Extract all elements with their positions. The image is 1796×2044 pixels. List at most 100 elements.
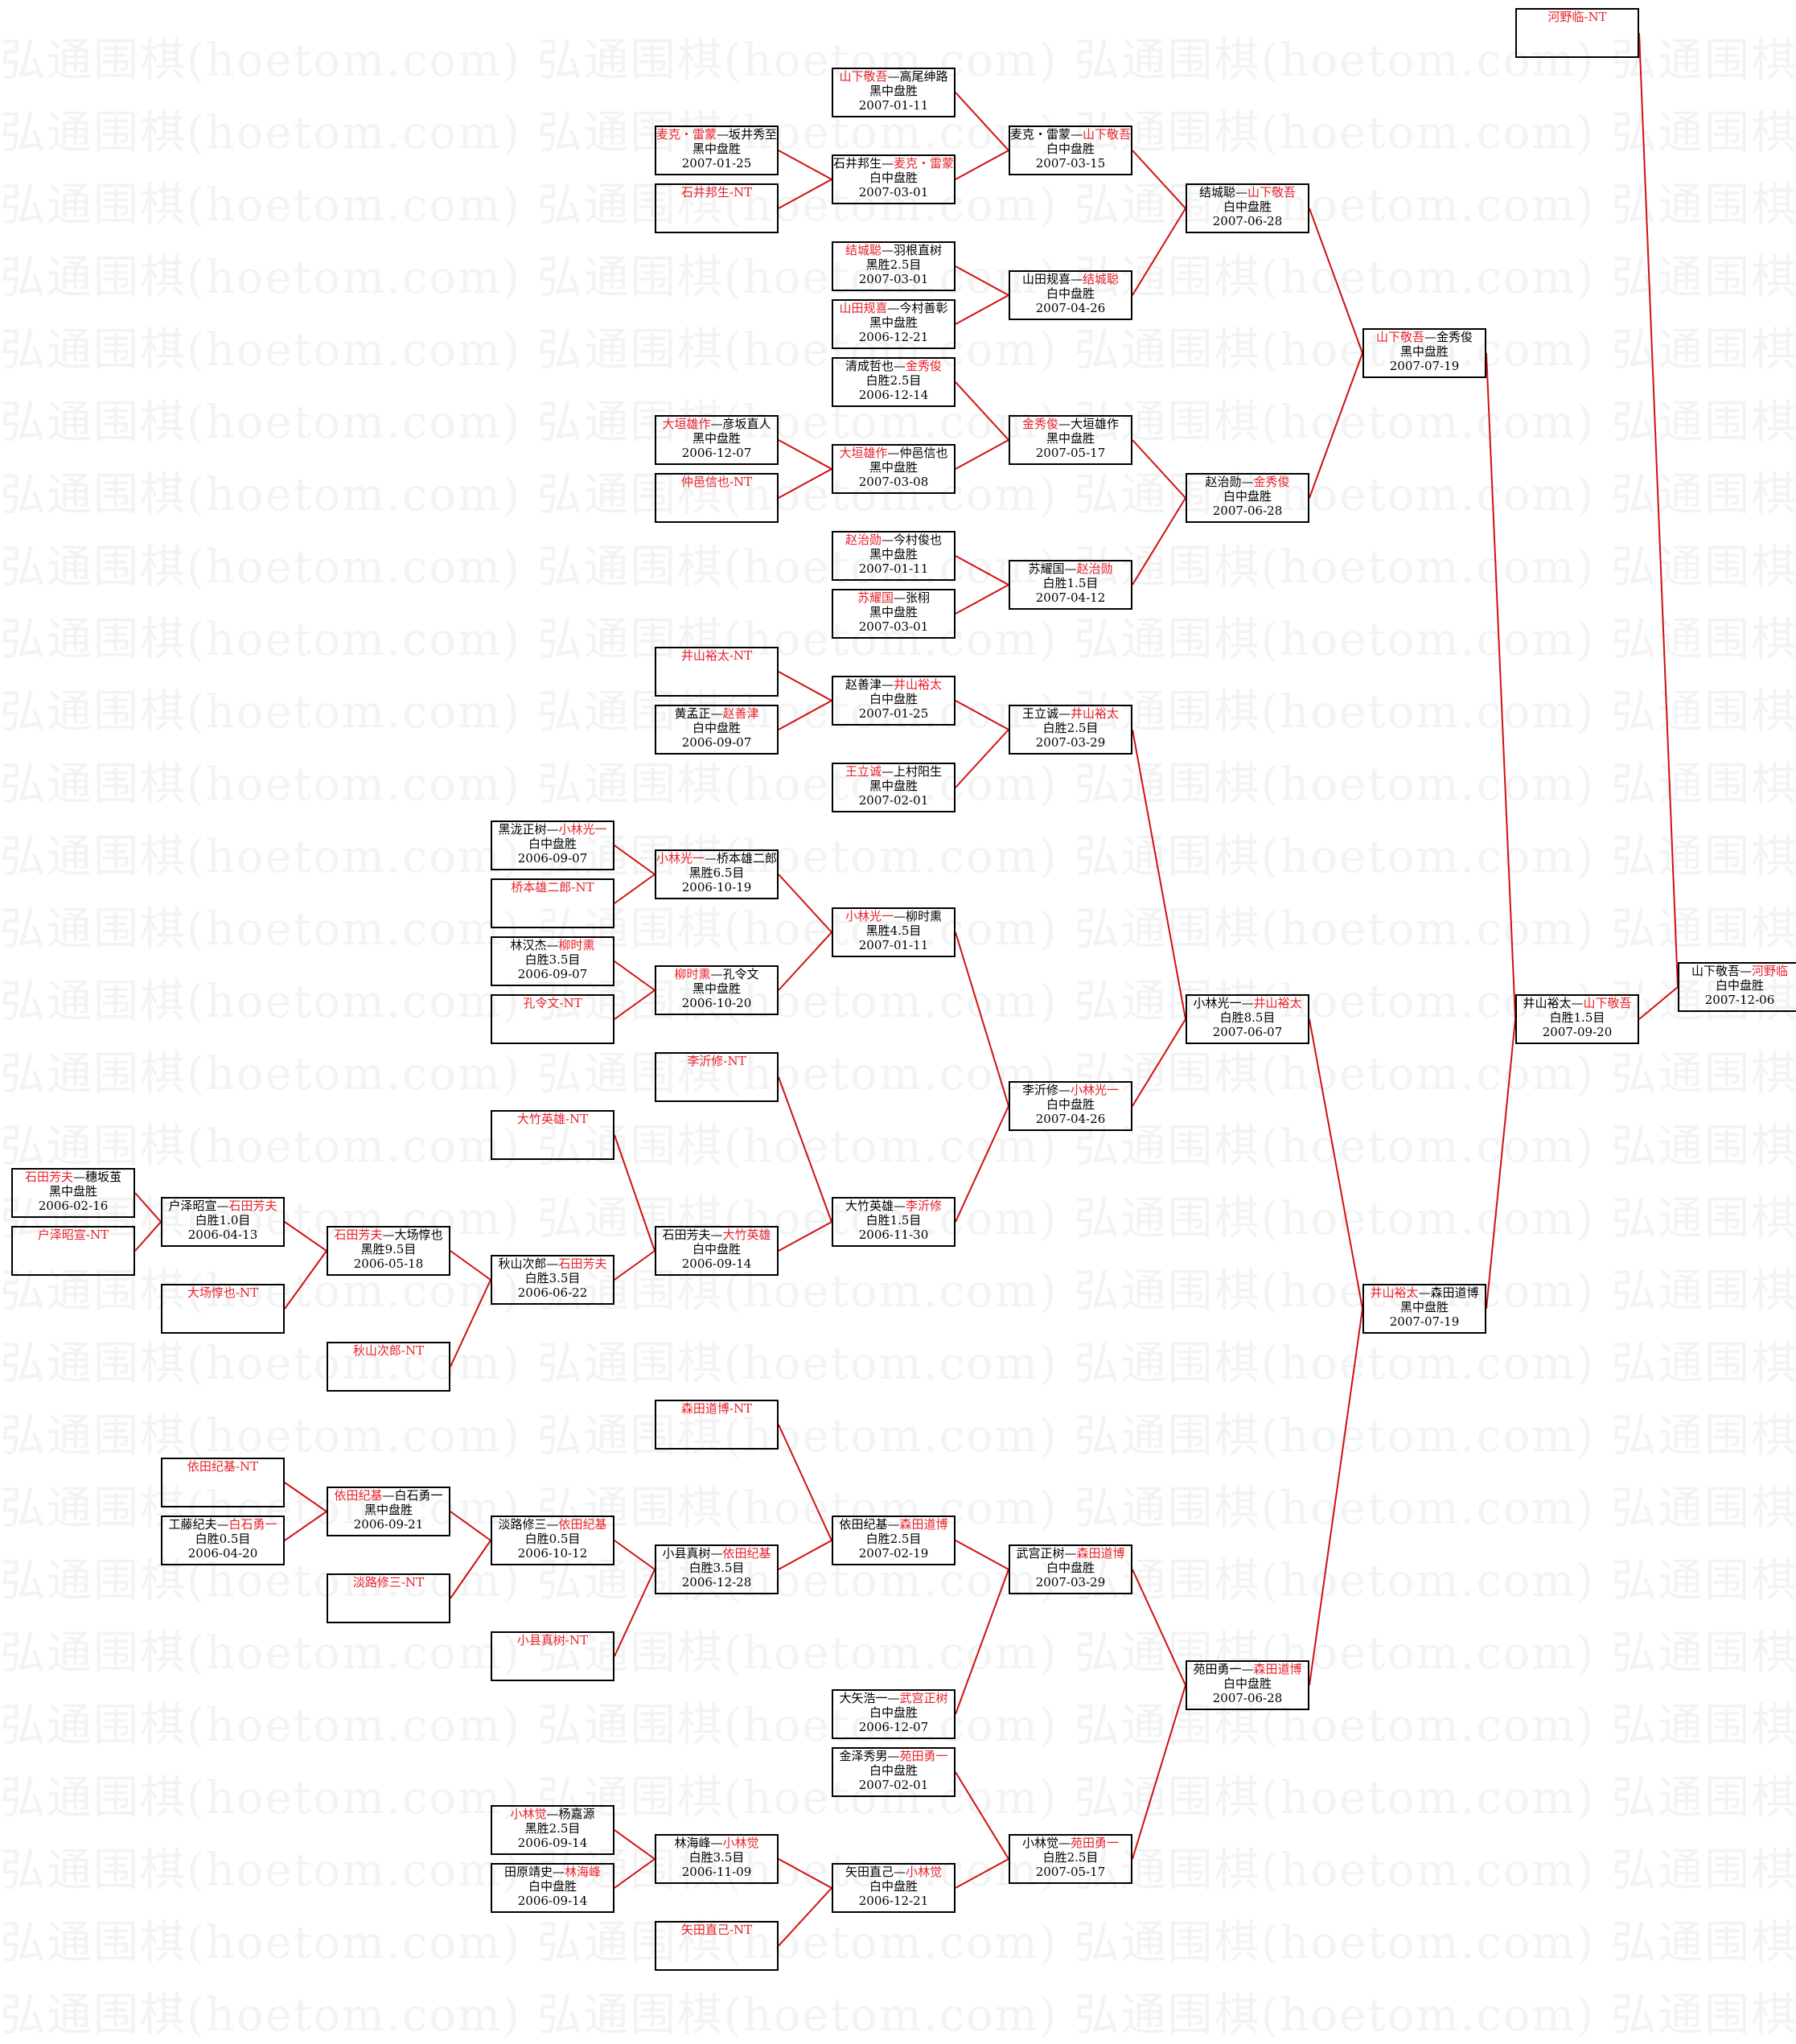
match-result: 白胜8.5目 bbox=[1219, 1010, 1276, 1025]
bracket-connector bbox=[614, 989, 656, 1020]
player-two: 井山裕太 bbox=[894, 677, 943, 692]
match-players: 大矢浩一—武宫正树 bbox=[839, 1691, 948, 1705]
match-date: 2007-06-28 bbox=[1212, 504, 1283, 518]
match-date: 2007-02-01 bbox=[858, 1778, 929, 1792]
player-two: 苑田勇一 bbox=[899, 1749, 948, 1763]
player-one: 黄孟正 bbox=[674, 706, 711, 721]
match-box: 淡路修三-NT bbox=[327, 1573, 450, 1623]
player-one: 金泽秀男 bbox=[839, 1749, 888, 1763]
match-date: 2007-07-19 bbox=[1389, 359, 1460, 373]
match-date: 2006-12-14 bbox=[858, 388, 929, 402]
match-players: 工藤纪夫—白石勇一 bbox=[168, 1517, 277, 1532]
player-two: 孔令文 bbox=[722, 967, 759, 981]
bracket-connector bbox=[1132, 208, 1186, 296]
bracket-connector bbox=[778, 932, 832, 991]
player-two: 石田芳夫 bbox=[558, 1256, 607, 1271]
match-date: 2006-09-14 bbox=[517, 1836, 588, 1850]
player-one: 金秀俊 bbox=[1021, 417, 1058, 431]
bracket-connector bbox=[450, 1279, 491, 1367]
match-result: 白胜2.5目 bbox=[865, 373, 922, 388]
match-players: 苑田勇一—森田道博 bbox=[1193, 1662, 1302, 1676]
match-result: 黑胜2.5目 bbox=[524, 1821, 581, 1836]
match-date: 2006-12-07 bbox=[681, 446, 752, 460]
match-players: 小林光一—桥本雄二郎 bbox=[656, 851, 778, 866]
player-one: 苏耀国 bbox=[857, 590, 894, 605]
bracket-connector bbox=[1486, 1018, 1516, 1310]
match-players: 矢田直己-NT bbox=[656, 1923, 777, 1937]
player-one: 秋山次郎 bbox=[498, 1256, 547, 1271]
player-one: 田原靖史 bbox=[503, 1865, 553, 1879]
match-players: 清成哲也—金秀俊 bbox=[845, 359, 943, 373]
match-result: 黑胜6.5目 bbox=[688, 866, 745, 880]
player-one: 清成哲也 bbox=[845, 359, 894, 373]
bracket-connector bbox=[284, 1221, 327, 1252]
bracket-connector bbox=[955, 1105, 1009, 1223]
player-two: 山下敬吾 bbox=[1583, 996, 1632, 1010]
bracket-connector bbox=[1132, 439, 1186, 499]
match-date: 2006-10-12 bbox=[517, 1546, 588, 1561]
player-one: 赵治勋 bbox=[845, 533, 882, 547]
match-box: 户泽昭宣-NT bbox=[11, 1226, 135, 1276]
match-box: 森田道博-NT bbox=[655, 1400, 779, 1450]
match-date: 2007-02-19 bbox=[858, 1546, 929, 1561]
match-result: 黑中盘胜 bbox=[869, 315, 918, 330]
player-two: 赵治勋 bbox=[1076, 561, 1113, 576]
player-one: 淡路修三-NT bbox=[352, 1575, 425, 1590]
match-box: 石井邦生-NT bbox=[655, 183, 779, 233]
match-players: 赵善津—井山裕太 bbox=[845, 677, 943, 692]
bracket-connector bbox=[955, 1569, 1009, 1715]
match-players: 石田芳夫—大竹英雄 bbox=[662, 1228, 771, 1242]
player-one: 石田芳夫 bbox=[662, 1228, 711, 1242]
match-box: 李沂修-NT bbox=[655, 1052, 779, 1102]
match-players: 田原靖史—林海峰 bbox=[503, 1865, 602, 1879]
player-two: 白石勇一 bbox=[228, 1517, 277, 1532]
player-one: 小林光一 bbox=[845, 909, 894, 923]
bracket-connector bbox=[614, 845, 656, 875]
player-one: 石井邦生 bbox=[833, 156, 882, 171]
bracket-connector bbox=[134, 1221, 162, 1252]
match-result: 白中盘胜 bbox=[869, 1879, 918, 1894]
match-result: 白胜1.0目 bbox=[195, 1213, 251, 1228]
player-one: 山下敬吾 bbox=[1691, 964, 1740, 978]
bracket-connector bbox=[614, 1134, 656, 1252]
player-one: 户泽昭宣-NT bbox=[37, 1228, 109, 1242]
match-date: 2006-09-07 bbox=[681, 735, 752, 750]
bracket-connector bbox=[778, 1221, 832, 1252]
match-players: 石田芳夫—穗坂茧 bbox=[24, 1170, 122, 1184]
match-players: 秋山次郎-NT bbox=[328, 1343, 449, 1358]
match-date: 2007-03-01 bbox=[858, 272, 929, 286]
match-players: 依田纪基—森田道博 bbox=[839, 1517, 948, 1532]
match-players: 山下敬吾—高尾绅路 bbox=[839, 69, 948, 84]
player-one: 桥本雄二郎-NT bbox=[511, 880, 594, 895]
match-date: 2007-01-25 bbox=[858, 706, 929, 721]
player-two: 苑田勇一 bbox=[1071, 1836, 1120, 1850]
player-two: 依田纪基 bbox=[722, 1546, 771, 1561]
watermark-row: 弘通围棋(hoetom.com) 弘通围棋(hoetom.com) 弘通围棋(h… bbox=[0, 1989, 1796, 2042]
match-date: 2006-12-21 bbox=[858, 1894, 929, 1908]
match-result: 黑中盘胜 bbox=[869, 460, 918, 475]
bracket-connector bbox=[1309, 1308, 1363, 1686]
player-one: 武宫正树 bbox=[1016, 1546, 1065, 1561]
player-one: 森田道博-NT bbox=[680, 1401, 753, 1416]
bracket-connector bbox=[284, 1250, 327, 1310]
player-two: 金秀俊 bbox=[1253, 475, 1290, 489]
player-one: 结城聪 bbox=[1198, 185, 1235, 199]
match-date: 2006-04-20 bbox=[187, 1546, 258, 1561]
match-players: 大垣雄作—仲邑信也 bbox=[839, 446, 948, 460]
match-result: 白中盘胜 bbox=[1046, 142, 1095, 156]
player-two: 井山裕太 bbox=[1071, 706, 1120, 721]
match-date: 2006-02-16 bbox=[38, 1199, 109, 1213]
match-date: 2007-09-20 bbox=[1542, 1025, 1613, 1039]
player-two: 森田道博 bbox=[1076, 1546, 1125, 1561]
